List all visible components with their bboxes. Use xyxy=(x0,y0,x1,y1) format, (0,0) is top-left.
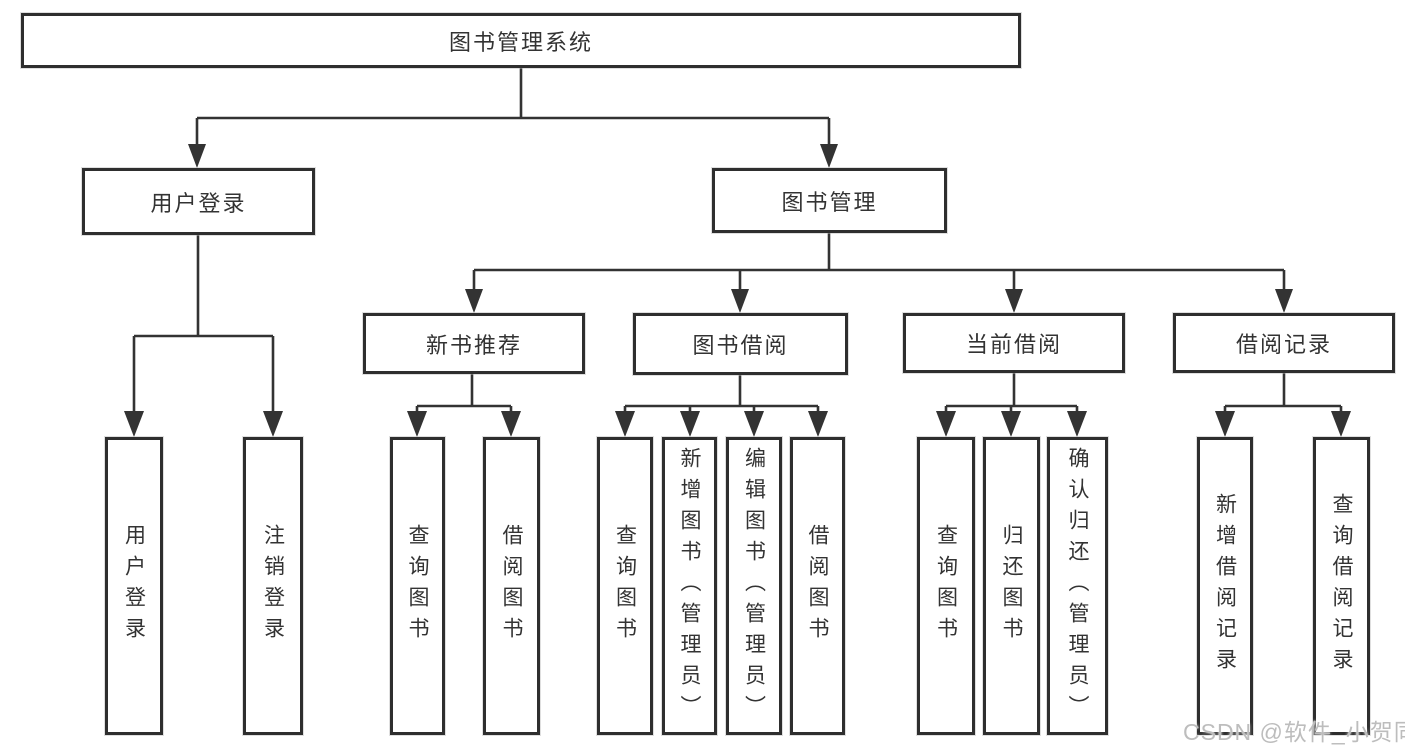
leaf-label: 新增借阅记录 xyxy=(1213,493,1237,679)
node-borrow-records: 借阅记录 xyxy=(1173,313,1395,373)
node-label: 图书借阅 xyxy=(692,333,789,358)
leaf-query-books-current: 查询图书 xyxy=(917,437,975,735)
leaf-user-login: 用户登录 xyxy=(105,437,163,735)
leaf-label: 查询图书 xyxy=(934,524,958,648)
leaf-label: 归还图书 xyxy=(1000,524,1023,648)
node-new-book-recommend: 新书推荐 xyxy=(363,313,585,374)
leaf-label: 注销登录 xyxy=(261,524,285,648)
leaf-label: 查询借阅记录 xyxy=(1330,493,1353,679)
leaf-add-borrow-record: 新增借阅记录 xyxy=(1197,437,1253,735)
csdn-watermark: CSDN @软件_小贺同学 xyxy=(1183,719,1405,745)
node-user-login: 用户登录 xyxy=(82,168,315,235)
leaf-return-books: 归还图书 xyxy=(983,437,1040,735)
leaf-label: 查询图书 xyxy=(613,524,637,648)
node-label: 新书推荐 xyxy=(425,332,522,358)
node-label: 用户登录 xyxy=(150,190,247,216)
leaf-query-borrow-record: 查询借阅记录 xyxy=(1313,437,1370,735)
leaf-add-books-admin: 新增图书（管理员） xyxy=(662,437,717,735)
leaf-label: 确认归还（管理员） xyxy=(1066,446,1089,726)
node-book-management: 图书管理 xyxy=(712,168,947,233)
leaf-query-books-borrow: 查询图书 xyxy=(597,437,653,735)
node-current-borrow: 当前借阅 xyxy=(903,313,1125,373)
node-label: 当前借阅 xyxy=(965,332,1062,357)
leaf-label: 新增图书（管理员） xyxy=(678,446,701,726)
leaf-borrow-books: 借阅图书 xyxy=(790,437,845,735)
leaf-edit-books-admin: 编辑图书（管理员） xyxy=(726,437,782,735)
leaf-label: 编辑图书（管理员） xyxy=(742,446,766,726)
leaf-label: 用户登录 xyxy=(122,524,146,648)
node-label: 图书管理系统 xyxy=(448,29,593,55)
node-label: 借阅记录 xyxy=(1235,332,1332,357)
node-root-library-management-system: 图书管理系统 xyxy=(21,13,1021,68)
leaf-label: 查询图书 xyxy=(406,524,429,648)
leaf-logout: 注销登录 xyxy=(243,437,303,735)
node-book-borrow: 图书借阅 xyxy=(633,313,848,375)
node-label: 图书管理 xyxy=(781,189,878,215)
leaf-label: 借阅图书 xyxy=(806,524,829,648)
leaf-query-books-recommend: 查询图书 xyxy=(390,437,445,735)
leaf-label: 借阅图书 xyxy=(500,524,523,648)
leaf-confirm-return-admin: 确认归还（管理员） xyxy=(1047,437,1108,735)
leaf-borrow-books-recommend: 借阅图书 xyxy=(483,437,540,735)
